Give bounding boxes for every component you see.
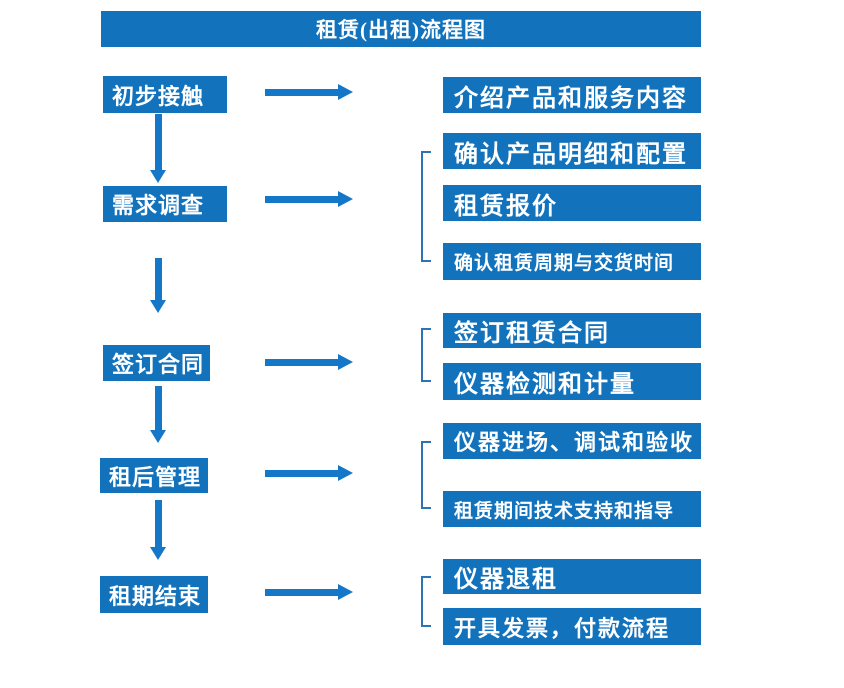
group-bracket (421, 328, 431, 382)
step-box-initial-contact: 初步接触 (103, 76, 227, 113)
right-arrow-icon (265, 584, 353, 600)
detail-box-intro-products: 介绍产品和服务内容 (443, 77, 701, 113)
group-bracket (421, 151, 431, 262)
detail-box-invoice-payment: 开具发票，付款流程 (443, 608, 701, 645)
step-box-sign-contract: 签订合同 (103, 345, 210, 381)
right-arrow-icon (265, 84, 353, 100)
detail-box-sign-rental-contract: 签订租赁合同 (443, 313, 701, 348)
title-bar: 租赁(出租)流程图 (101, 11, 701, 47)
right-arrow-icon (265, 354, 353, 370)
down-arrow-icon (150, 258, 166, 313)
page-title: 租赁(出租)流程图 (316, 18, 486, 42)
detail-box-rental-quote: 租赁报价 (443, 185, 701, 221)
down-arrow-icon (150, 500, 166, 560)
step-box-post-rental-management: 租后管理 (100, 458, 208, 493)
detail-box-confirm-product-details: 确认产品明细和配置 (443, 133, 701, 169)
detail-box-confirm-rental-period: 确认租赁周期与交货时间 (443, 243, 701, 280)
step-box-demand-survey: 需求调查 (103, 186, 227, 222)
down-arrow-icon (150, 114, 166, 183)
right-arrow-icon (265, 465, 353, 481)
step-box-rental-period-end: 租期结束 (100, 576, 208, 613)
group-bracket (421, 576, 431, 627)
group-bracket (421, 441, 431, 509)
detail-box-instrument-setup: 仪器进场、调试和验收 (443, 423, 701, 459)
detail-box-tech-support: 租赁期间技术支持和指导 (443, 491, 701, 527)
right-arrow-icon (265, 191, 353, 207)
down-arrow-icon (150, 386, 166, 443)
detail-box-instrument-return: 仪器退租 (443, 559, 701, 594)
detail-box-instrument-inspection: 仪器检测和计量 (443, 363, 701, 400)
